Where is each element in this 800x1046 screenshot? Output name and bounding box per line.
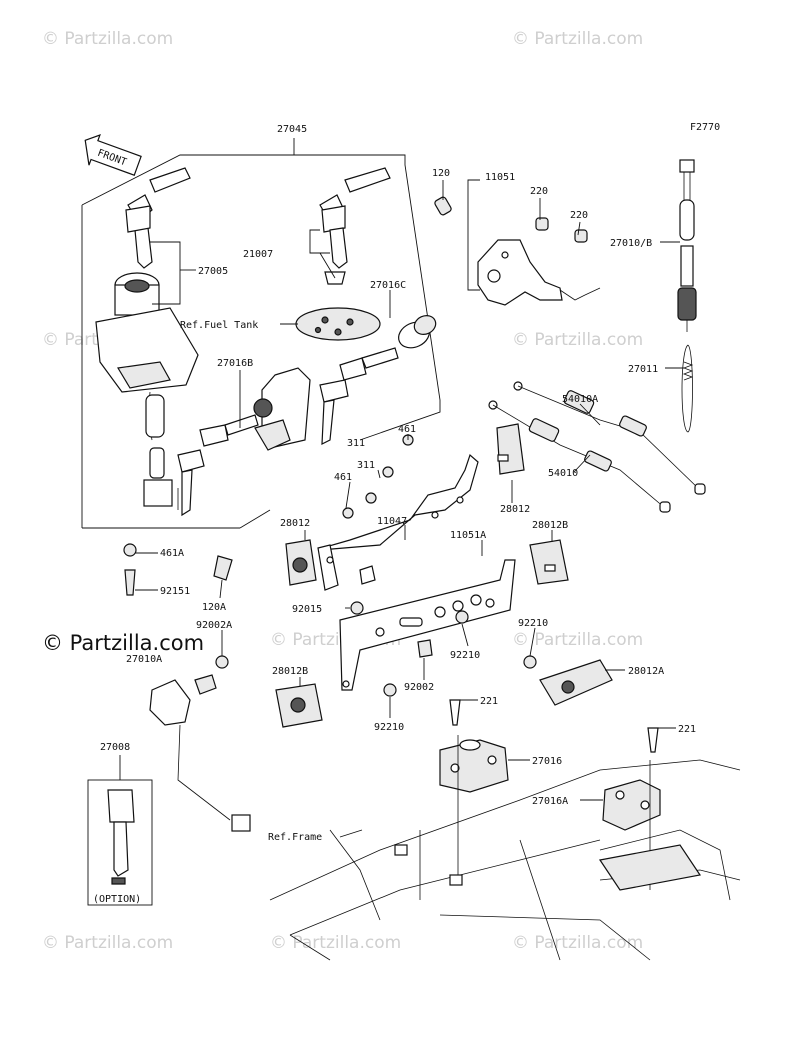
callout-21007: 21007 (243, 249, 273, 260)
callout-27016c: 27016C (370, 280, 406, 291)
watermark: © Partzilla.com (512, 630, 643, 650)
bracket-11051 (434, 196, 601, 306)
callout-92015: 92015 (292, 604, 322, 615)
callout-220-a: 220 (530, 186, 548, 197)
callout-27010b: 27010/B (610, 238, 652, 249)
callout-92210-a: 92210 (450, 650, 480, 661)
callout-92002a: 92002A (196, 620, 232, 631)
callout-92210-b: 92210 (374, 722, 404, 733)
ignition-switch (95, 272, 199, 510)
reflector-28012-left (285, 539, 317, 586)
callout-27016: 27016 (532, 756, 562, 767)
lock-housing-27016 (439, 735, 509, 875)
cables (488, 381, 706, 513)
callout-27011: 27011 (628, 364, 658, 375)
frame (269, 759, 741, 961)
callout-120a: 120A (202, 602, 226, 613)
callout-92002: 92002 (404, 682, 434, 693)
seat-keys (177, 414, 259, 517)
callout-labels: 27045 21007 27005 27016C Ref.Fuel Tank 2… (93, 124, 696, 905)
reflector-28012b-lower (275, 683, 323, 728)
callout-27008: 27008 (100, 742, 130, 753)
key-set-27016c (319, 315, 437, 445)
seat-lock (253, 367, 311, 451)
callout-27016b: 27016B (217, 358, 253, 369)
callout-92151: 92151 (160, 586, 190, 597)
spring-27011 (681, 344, 694, 433)
bracket-11051a (339, 559, 516, 691)
callout-28012b-b: 28012B (272, 666, 308, 677)
key-27008-option (87, 779, 153, 906)
callout-ref-fuel-tank: Ref.Fuel Tank (180, 320, 258, 331)
callout-27010a: 27010A (126, 654, 162, 665)
callout-28012-a: 28012 (500, 504, 530, 515)
reflector-28012b-right (529, 539, 569, 585)
bracket-11047 (317, 453, 479, 591)
callout-120: 120 (432, 168, 450, 179)
callout-220-b: 220 (570, 210, 588, 221)
callout-54010: 54010 (548, 468, 578, 479)
callout-311-a: 311 (347, 438, 365, 449)
watermark: © Partzilla.com (42, 933, 173, 953)
callout-ref-frame: Ref.Frame (268, 832, 322, 843)
callout-461-b: 461 (334, 472, 352, 483)
reflector-28012a (539, 659, 613, 706)
leader-lines (119, 179, 684, 838)
figure-code: F2770 (690, 122, 720, 133)
callout-54010a: 54010A (562, 394, 598, 405)
callout-311-b: 311 (357, 460, 375, 471)
callout-221-b: 221 (678, 724, 696, 735)
ignition-harness (149, 655, 251, 832)
fuel-tank-cap (295, 271, 381, 341)
callout-option: (OPTION) (93, 894, 141, 905)
hardware-middle (123, 543, 537, 697)
ignition-keys-left (125, 167, 191, 269)
reflector-28012 (496, 423, 525, 475)
callout-461a: 461A (160, 548, 184, 559)
kit-27045-outline (81, 138, 441, 529)
callout-92210-c: 92210 (518, 618, 548, 629)
callout-28012-b: 28012 (280, 518, 310, 529)
watermark: © Partzilla.com (512, 330, 643, 350)
ignition-keys-center (319, 167, 391, 269)
sensor-27010b (677, 159, 697, 332)
callout-27005: 27005 (198, 266, 228, 277)
watermark-layer: © Partzilla.com © Partzilla.com © Partzi… (42, 29, 643, 953)
callout-28012b-a: 28012B (532, 520, 568, 531)
watermark-main: © Partzilla.com (42, 631, 204, 655)
bolts-221 (449, 699, 659, 753)
callout-11051: 11051 (485, 172, 515, 183)
watermark: © Partzilla.com (42, 29, 173, 49)
callout-11051a: 11051A (450, 530, 486, 541)
watermark: © Partzilla.com (270, 933, 401, 953)
front-arrow: FRONT (84, 134, 142, 176)
watermark: © Partzilla.com (512, 29, 643, 49)
callout-221-a: 221 (480, 696, 498, 707)
callout-11047: 11047 (377, 516, 407, 527)
watermark: © Partzilla.com (512, 933, 643, 953)
callout-27016a: 27016A (532, 796, 568, 807)
callout-461-a: 461 (398, 424, 416, 435)
callout-28012a: 28012A (628, 666, 664, 677)
callout-27045: 27045 (277, 124, 307, 135)
